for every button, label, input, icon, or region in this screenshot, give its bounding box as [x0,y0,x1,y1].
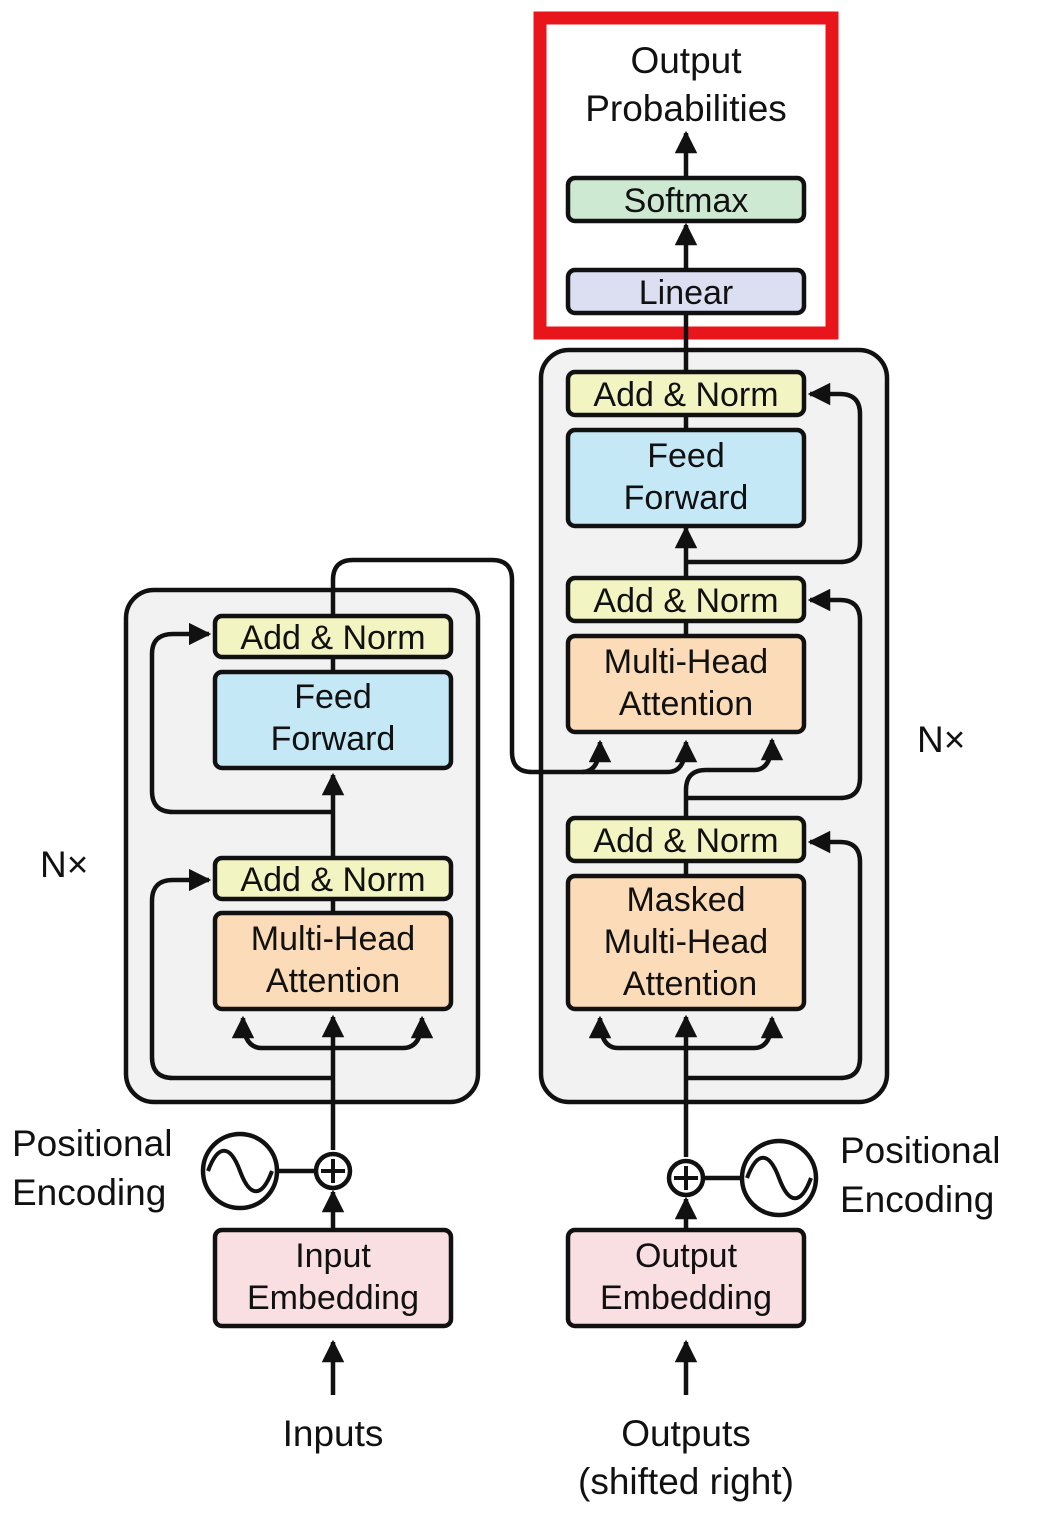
encoder-stack [123,587,481,1105]
block-label: Add & Norm [593,822,778,860]
block-label-line-2: Attention [266,962,400,1000]
input-positional-encoding-label-line-2: Encoding [12,1172,166,1213]
decoder-masked-multi-head-attention: Masked Multi-Head Attention [565,873,807,1012]
block-label-line-2: Forward [271,720,396,758]
block-label-line-2: Multi-Head [604,923,768,961]
decoder-repeat-label: N× [917,719,965,760]
inputs-label: Inputs [283,1413,384,1454]
encoder-add-norm-top: Add & Norm [212,613,454,660]
decoder-add-norm-mid: Add & Norm [565,575,807,624]
input-positional-encoding [200,1131,353,1211]
block-label-line-2: Embedding [600,1279,772,1317]
input-embedding: Input Embedding [212,1227,454,1329]
output-probabilities-label-line-1: Output [630,40,742,81]
block-label: Linear [639,274,734,312]
block-label-line-1: Multi-Head [251,920,415,958]
output-positional-encoding-label-line-1: Positional [840,1130,1000,1171]
decoder-connectors [588,130,863,1395]
encoder-feed-forward: Feed Forward [212,669,454,771]
block-label-line-1: Masked [626,881,745,919]
block-label-line-1: Input [295,1237,371,1275]
input-positional-encoding-label-line-1: Positional [12,1123,172,1164]
encoder-add-norm-bottom: Add & Norm [212,855,454,902]
output-probabilities-label-line-2: Probabilities [585,88,787,129]
decoder-add-norm-top: Add & Norm [565,369,807,418]
decoder-feed-forward: Feed Forward [565,427,807,529]
block-label-line-2: Forward [624,479,749,517]
block-label-line-1: Multi-Head [604,643,768,681]
block-label-line-1: Output [635,1237,738,1275]
block-label: Softmax [624,182,749,220]
block-label: Add & Norm [593,582,778,620]
block-label-line-3: Attention [623,965,757,1003]
block-label: Add & Norm [240,861,425,899]
outputs-label-line-1: Outputs [621,1413,751,1454]
block-label-line-1: Feed [294,678,372,716]
block-label: Add & Norm [240,619,425,657]
block-label: Add & Norm [593,376,778,414]
linear-block: Linear [565,267,807,316]
output-positional-encoding-label-line-2: Encoding [840,1179,994,1220]
block-label-line-1: Feed [647,437,725,475]
block-label-line-2: Attention [619,685,753,723]
encoder-connectors [149,557,698,1395]
decoder-add-norm-bottom: Add & Norm [565,815,807,864]
softmax-block: Softmax [565,175,807,224]
outputs-label-line-2: (shifted right) [578,1461,794,1502]
encoder-multi-head-attention: Multi-Head Attention [212,910,454,1012]
output-embedding: Output Embedding [565,1227,807,1329]
decoder-multi-head-attention: Multi-Head Attention [565,633,807,735]
output-positional-encoding [666,1138,819,1218]
encoder-repeat-label: N× [40,844,88,885]
block-label-line-2: Embedding [247,1279,419,1317]
